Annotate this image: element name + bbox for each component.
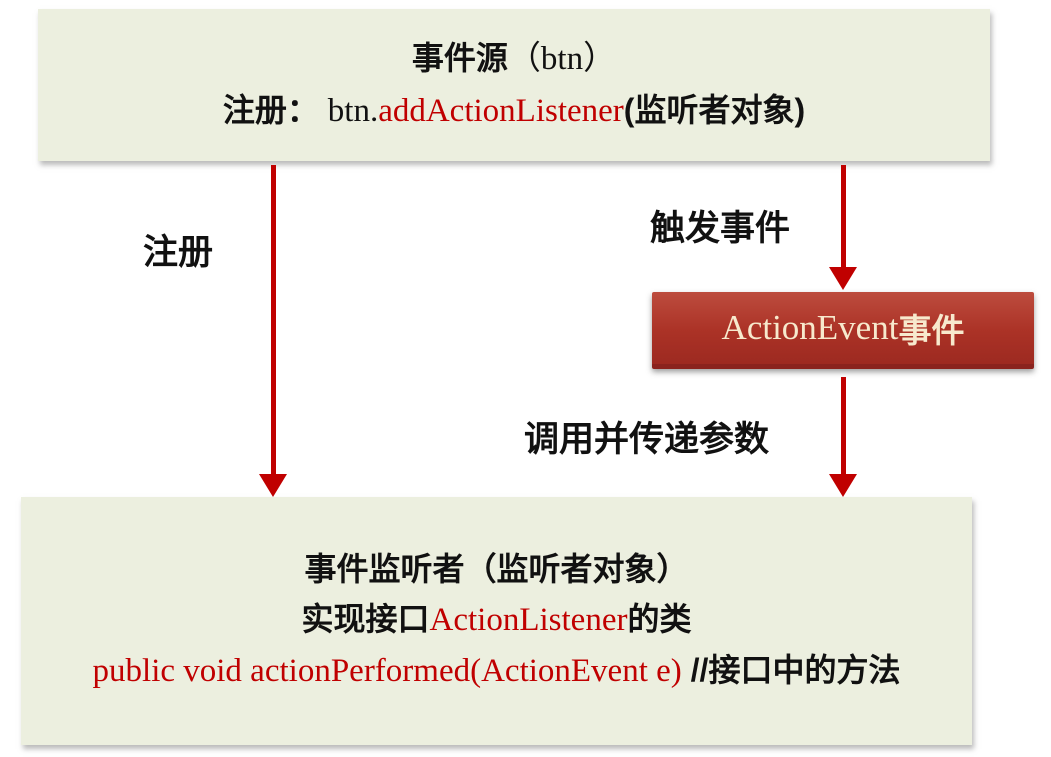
event-source-title-cjk: 事件源 <box>411 39 508 76</box>
listener-interface-prefix: 实现接口 <box>301 600 430 637</box>
invoke-label: 调用并传递参数 <box>524 420 770 459</box>
action-event-label-cjk: 事件 <box>898 312 965 349</box>
listener-title-text: 事件监听者（监听者对象） <box>304 551 689 588</box>
event-source-title-btn: （btn） <box>507 40 617 77</box>
trigger-arrow-line <box>841 165 846 268</box>
event-source-title: 事件源（btn） <box>411 39 617 78</box>
listener-method-line: public void actionPerformed(ActionEvent … <box>92 651 901 690</box>
listener-interface-suffix: 的类 <box>627 600 692 637</box>
listener-interface-line: 实现接口ActionListener的类 <box>301 600 692 639</box>
event-listener-box: 事件监听者（监听者对象） 实现接口ActionListener的类 public… <box>21 497 972 745</box>
register-code-label: 注册： <box>222 91 328 128</box>
register-label: 注册 <box>143 233 214 272</box>
register-arrow-line <box>271 165 276 475</box>
register-code-line: 注册： btn.addActionListener(监听者对象) <box>222 91 806 130</box>
invoke-arrow-head-icon <box>829 474 857 497</box>
trigger-arrow-head-icon <box>829 267 857 290</box>
invoke-arrow-line <box>841 377 846 475</box>
event-source-box: 事件源（btn） 注册： btn.addActionListener(监听者对象… <box>38 9 990 161</box>
register-arrow-head-icon <box>259 474 287 497</box>
listener-title: 事件监听者（监听者对象） <box>304 551 689 588</box>
listener-method-comment: //接口中的方法 <box>681 651 901 688</box>
listener-method-code: public void actionPerformed(ActionEvent … <box>92 652 682 689</box>
register-code-arg: (监听者对象) <box>623 91 806 128</box>
register-code-method: addActionListener <box>378 92 624 129</box>
register-code-object: btn. <box>327 92 379 129</box>
action-event-label-latin: ActionEvent <box>721 308 899 347</box>
trigger-label: 触发事件 <box>650 209 791 248</box>
listener-interface-name: ActionListener <box>429 601 628 638</box>
